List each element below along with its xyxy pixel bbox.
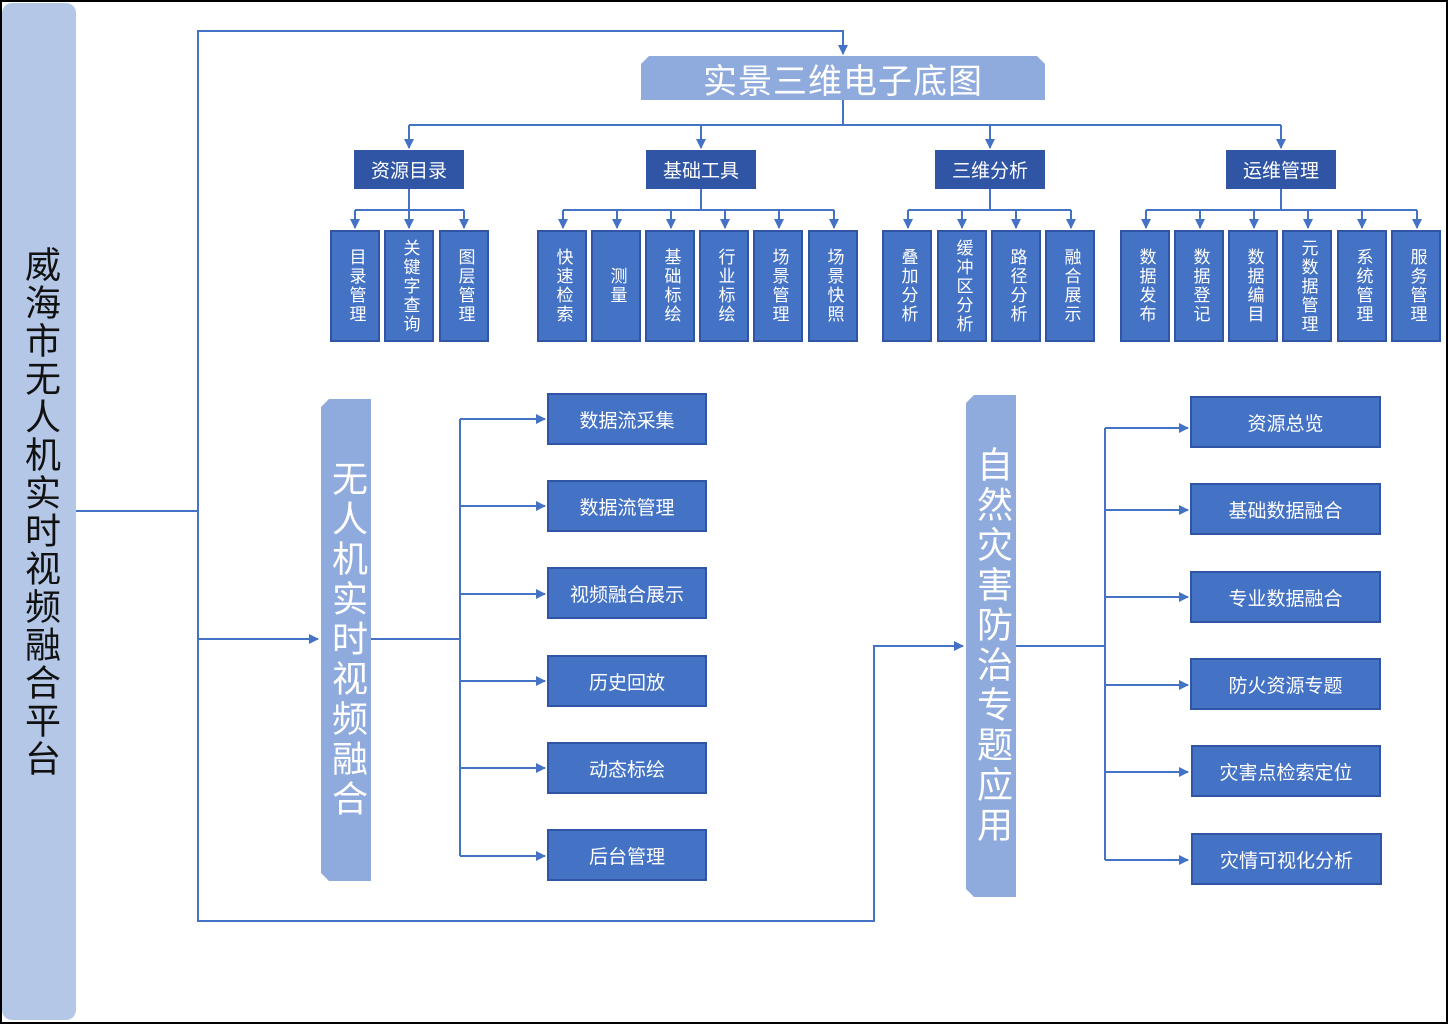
module-label: 场景快照 bbox=[823, 248, 844, 324]
module-box[interactable]: 目录管理 bbox=[330, 230, 380, 342]
module-label: 数据登记 bbox=[1189, 248, 1210, 324]
module-label: 场景管理 bbox=[768, 248, 789, 324]
module-box[interactable]: 场景管理 bbox=[753, 230, 803, 342]
module-label: 关键字查询 bbox=[399, 238, 420, 334]
video-fusion-title: 无人机实时视频融合 bbox=[326, 460, 367, 820]
module-label: 服务管理 bbox=[1406, 248, 1427, 324]
category-resource-catalog[interactable]: 资源目录 bbox=[354, 150, 464, 189]
module-box[interactable]: 路径分析 bbox=[991, 230, 1041, 342]
module-box[interactable]: 元数据管理 bbox=[1282, 230, 1332, 342]
basemap-banner[interactable]: 实景三维电子底图 bbox=[641, 56, 1045, 100]
video-feature-box[interactable]: 后台管理 bbox=[547, 829, 707, 881]
module-box[interactable]: 融合展示 bbox=[1045, 230, 1095, 342]
module-box[interactable]: 基础标绘 bbox=[645, 230, 695, 342]
module-box[interactable]: 图层管理 bbox=[439, 230, 489, 342]
module-box[interactable]: 关键字查询 bbox=[384, 230, 434, 342]
video-fusion-banner[interactable]: 无人机实时视频融合 bbox=[321, 399, 371, 881]
module-label: 目录管理 bbox=[345, 248, 366, 324]
category-ops-management[interactable]: 运维管理 bbox=[1226, 150, 1336, 189]
module-label: 融合展示 bbox=[1060, 248, 1081, 324]
disaster-feature-box[interactable]: 灾情可视化分析 bbox=[1191, 833, 1382, 885]
module-box[interactable]: 测量 bbox=[591, 230, 641, 342]
module-label: 元数据管理 bbox=[1297, 238, 1318, 334]
video-feature-box[interactable]: 数据流采集 bbox=[547, 393, 707, 445]
module-box[interactable]: 行业标绘 bbox=[699, 230, 749, 342]
disaster-feature-box[interactable]: 资源总览 bbox=[1190, 396, 1381, 448]
module-box[interactable]: 缓冲区分析 bbox=[937, 230, 987, 342]
module-label: 快速检索 bbox=[552, 248, 573, 324]
disaster-feature-box[interactable]: 灾害点检索定位 bbox=[1191, 745, 1381, 797]
video-feature-box[interactable]: 历史回放 bbox=[547, 655, 707, 707]
module-label: 叠加分析 bbox=[897, 248, 918, 324]
module-box[interactable]: 叠加分析 bbox=[882, 230, 932, 342]
disaster-feature-box[interactable]: 基础数据融合 bbox=[1190, 483, 1381, 535]
video-feature-box[interactable]: 视频融合展示 bbox=[547, 567, 707, 619]
disaster-feature-box[interactable]: 防火资源专题 bbox=[1190, 658, 1381, 710]
disaster-banner[interactable]: 自然灾害防治专题应用 bbox=[966, 395, 1016, 897]
module-label: 缓冲区分析 bbox=[952, 238, 973, 334]
module-box[interactable]: 系统管理 bbox=[1337, 230, 1387, 342]
category-3d-analysis[interactable]: 三维分析 bbox=[935, 150, 1045, 189]
module-label: 系统管理 bbox=[1352, 248, 1373, 324]
module-box[interactable]: 场景快照 bbox=[808, 230, 858, 342]
module-box[interactable]: 数据登记 bbox=[1174, 230, 1224, 342]
module-box[interactable]: 服务管理 bbox=[1391, 230, 1441, 342]
disaster-feature-box[interactable]: 专业数据融合 bbox=[1190, 571, 1381, 623]
platform-title: 威海市无人机实时视频融合平台 bbox=[19, 245, 60, 778]
video-feature-box[interactable]: 动态标绘 bbox=[547, 742, 707, 794]
module-label: 基础标绘 bbox=[660, 248, 681, 324]
module-label: 测量 bbox=[606, 267, 627, 305]
disaster-title: 自然灾害防治专题应用 bbox=[971, 446, 1012, 846]
module-label: 图层管理 bbox=[454, 248, 475, 324]
module-box[interactable]: 数据编目 bbox=[1228, 230, 1278, 342]
module-box[interactable]: 快速检索 bbox=[537, 230, 587, 342]
module-label: 路径分析 bbox=[1006, 248, 1027, 324]
platform-title-bar: 威海市无人机实时视频融合平台 bbox=[2, 3, 76, 1020]
category-basic-tools[interactable]: 基础工具 bbox=[646, 150, 756, 189]
video-feature-box[interactable]: 数据流管理 bbox=[547, 480, 707, 532]
basemap-title: 实景三维电子底图 bbox=[703, 61, 983, 102]
module-label: 数据发布 bbox=[1135, 248, 1156, 324]
module-box[interactable]: 数据发布 bbox=[1120, 230, 1170, 342]
module-label: 数据编目 bbox=[1243, 248, 1264, 324]
module-label: 行业标绘 bbox=[714, 248, 735, 324]
